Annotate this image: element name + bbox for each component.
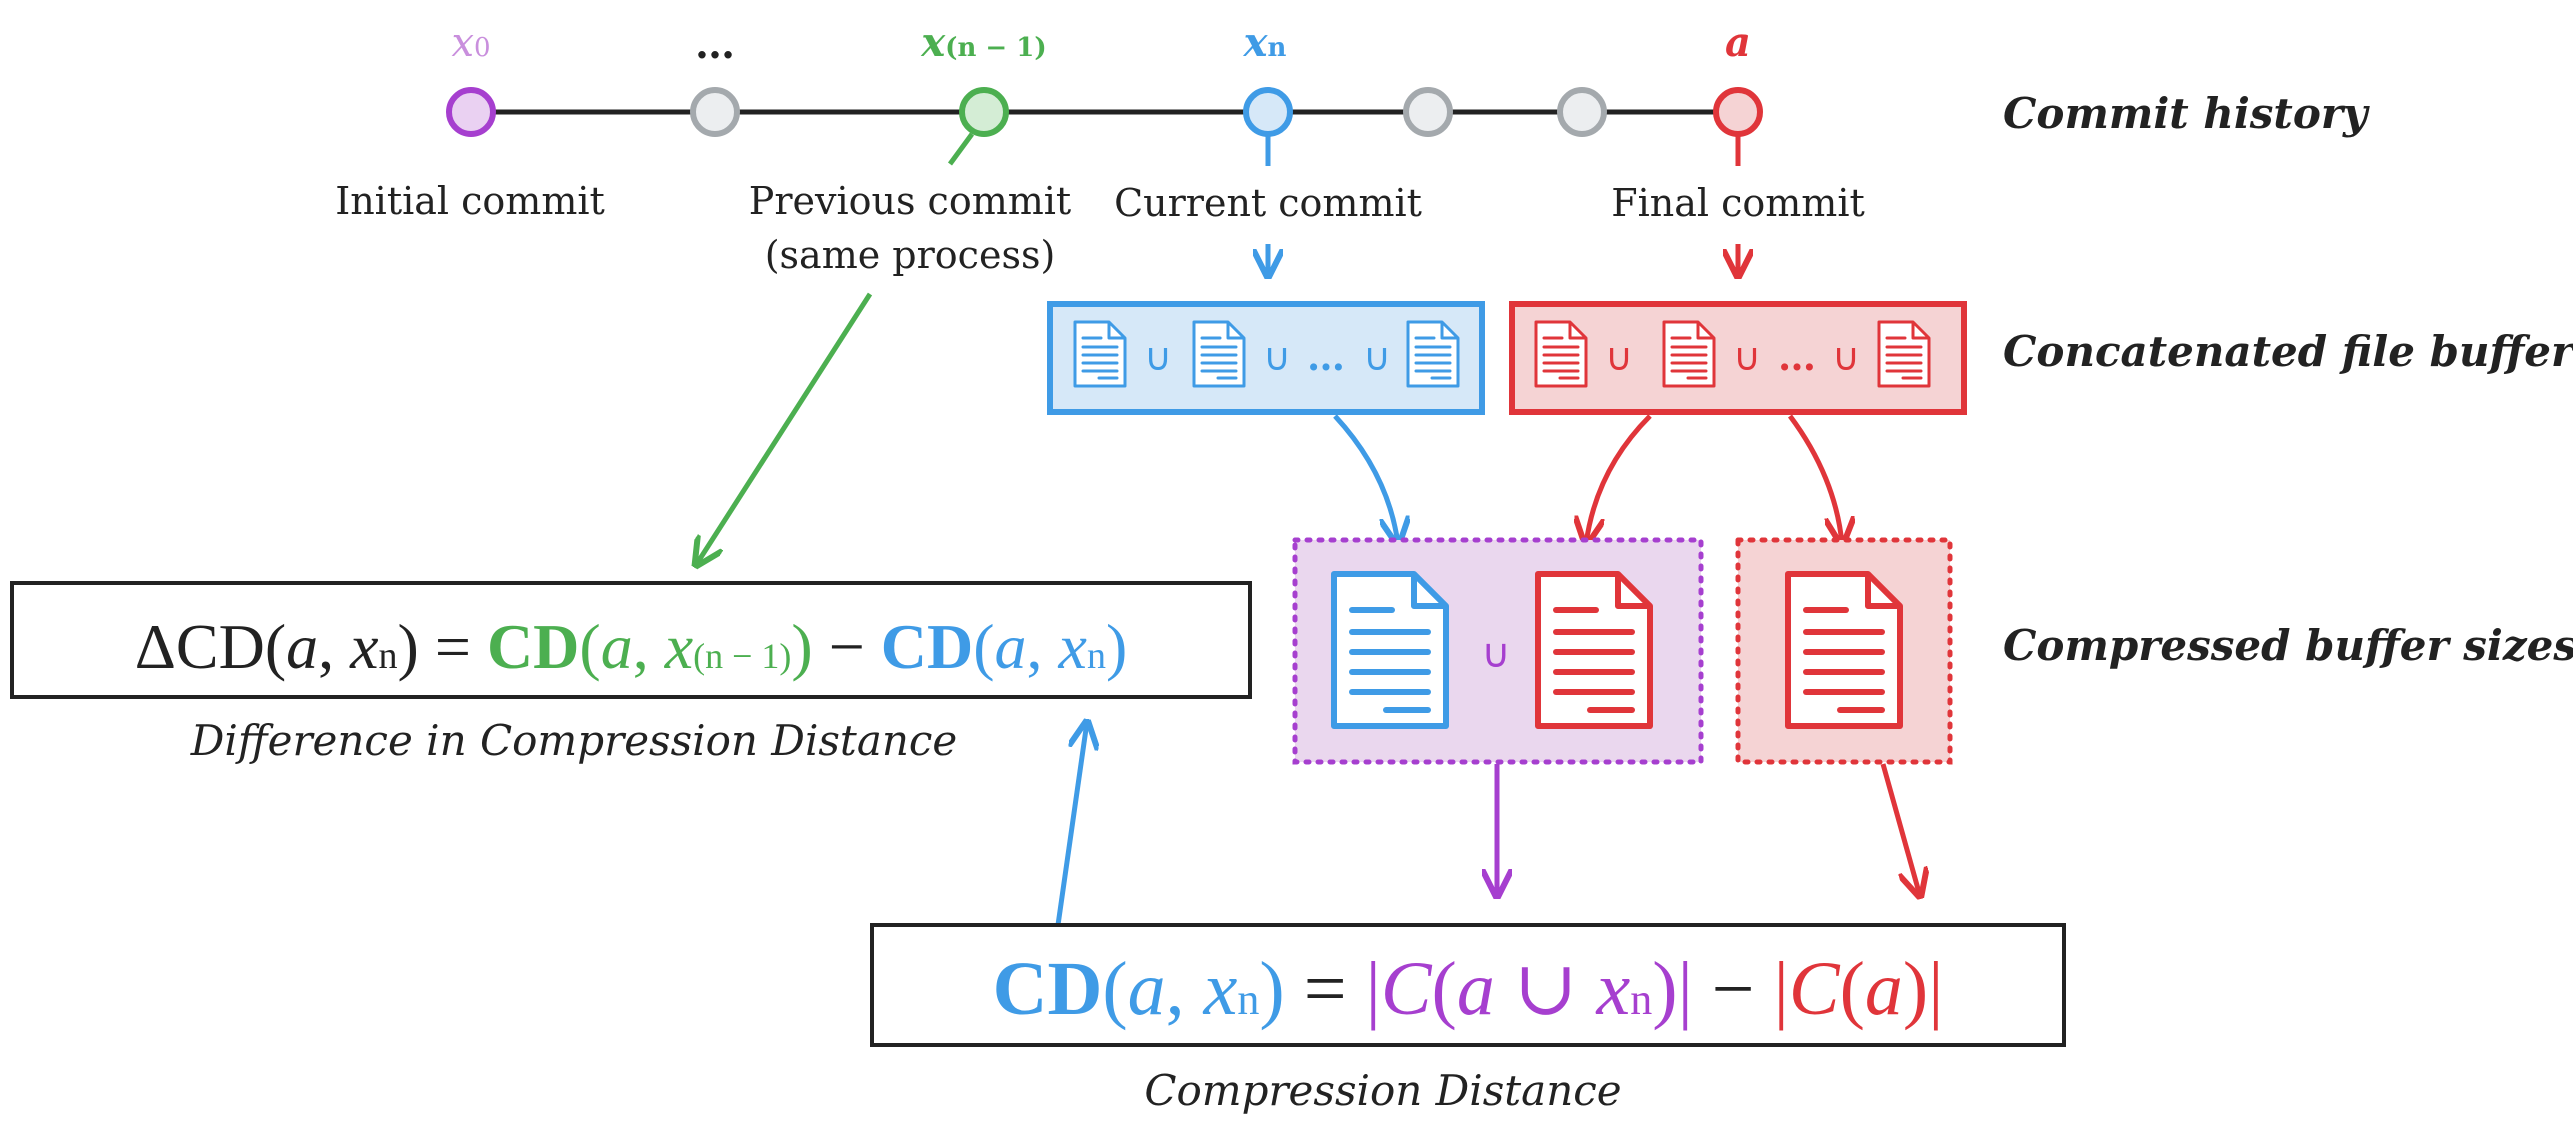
cd-formula-box	[870, 923, 2066, 1047]
cd-caption: Compression Distance	[1144, 1066, 1621, 1115]
initial-commit-label: Initial commit	[335, 179, 605, 223]
file-icon	[1534, 320, 1588, 388]
compressed-buffers: ∪ Compressed buffer sizes	[1292, 537, 2573, 765]
flow-arrows	[696, 292, 1920, 926]
previous-commit-node[interactable]	[959, 87, 1009, 137]
current-commit-symbol: xn	[1243, 19, 1287, 66]
delta-cd-expression: ΔCD(a, xn) = CD(a, x(n − 1)) − CD(a, xn)	[135, 611, 1128, 682]
previous-commit-label: Previous commit	[749, 179, 1071, 223]
commit-history-row-label: Commit history	[2003, 89, 2370, 138]
file-icon	[1788, 574, 1900, 726]
final-commit-label: Final commit	[1611, 181, 1865, 225]
union-symbol: ∪	[1144, 335, 1172, 379]
union-symbol: ∪	[1733, 335, 1761, 379]
ellipsis-symbol: …	[1778, 334, 1816, 379]
file-icon	[1073, 320, 1127, 388]
final-buffer-to-union-arrow	[1586, 414, 1652, 544]
final-buffer-to-final-arrow	[1787, 414, 1842, 544]
current-commit-label: Current commit	[1114, 181, 1422, 225]
compressed-sizes-row-label: Compressed buffer sizes	[2003, 621, 2573, 670]
delta-cd-formula-box	[10, 581, 1252, 699]
previous-commit-note: (same process)	[765, 233, 1056, 277]
union-symbol: ∪	[1363, 335, 1391, 379]
intermediate-commit-node[interactable]	[1403, 87, 1453, 137]
final-commit-symbol: a	[1725, 19, 1751, 66]
cd-to-delta-arrow	[1055, 722, 1087, 926]
final-to-cd-arrow	[1880, 763, 1920, 896]
final-commit-node[interactable]	[1713, 87, 1763, 137]
file-icon	[1192, 320, 1246, 388]
file-icon	[1334, 574, 1446, 726]
union-symbol: ∪	[1605, 335, 1633, 379]
cd-expression: CD(a, xn) = |C(a ∪ xn)| − |C(a)|	[993, 947, 1944, 1031]
file-icon	[1662, 320, 1716, 388]
union-symbol: ∪	[1832, 335, 1860, 379]
previous-commit-symbol: x(n − 1)	[920, 19, 1046, 66]
union-symbol: ∪	[1481, 631, 1510, 677]
ellipsis-symbol: …	[1307, 334, 1345, 379]
delta-cd-caption: Difference in Compression Distance	[190, 716, 958, 765]
delta-cd-formula: ΔCD(a, xn) = CD(a, x(n − 1)) − CD(a, xn)…	[10, 581, 1252, 765]
current-commit-node[interactable]	[1243, 87, 1293, 137]
file-icon	[1877, 320, 1931, 388]
commit-history: x0 … x(n − 1) xn a Initial commit Previo…	[335, 19, 2370, 277]
file-icon	[1538, 574, 1650, 726]
cd-formula: CD(a, xn) = |C(a ∪ xn)| − |C(a)| Compres…	[870, 923, 2066, 1115]
intermediate-commit-node[interactable]	[690, 87, 740, 137]
previous-to-delta-arrow	[696, 292, 873, 565]
initial-commit-node[interactable]	[446, 87, 496, 137]
file-buffers-row-label: Concatenated file buffers	[2003, 327, 2573, 376]
current-buffer-to-union-arrow	[1333, 414, 1398, 544]
initial-commit-symbol: x0	[451, 20, 490, 66]
intermediate-commit-node[interactable]	[1557, 87, 1607, 137]
ellipsis-symbol: …	[695, 21, 735, 68]
previous-commit-stem	[947, 132, 975, 166]
file-icon	[1406, 320, 1460, 388]
union-symbol: ∪	[1263, 335, 1291, 379]
file-buffers: ∪ ∪ … ∪ ∪ ∪ … ∪ Concatenated file buffer…	[1047, 301, 2573, 415]
